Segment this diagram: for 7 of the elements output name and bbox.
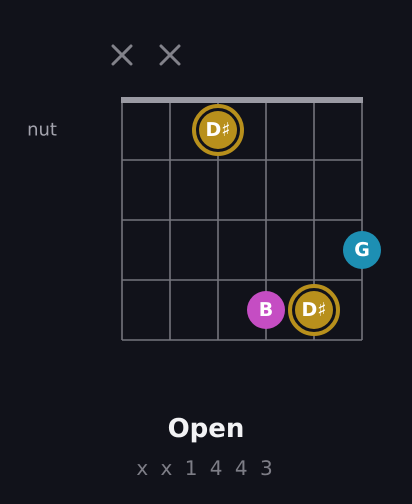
fingering-text: x x 1 4 4 3 [136, 456, 276, 480]
note-dot: B [247, 291, 285, 329]
note-dot: G [343, 231, 381, 269]
nut-label: nut [27, 120, 57, 140]
chord-position-title: Open [168, 414, 244, 444]
root-note-dot: D♯ [288, 284, 340, 336]
root-note-dot: D♯ [192, 104, 244, 156]
